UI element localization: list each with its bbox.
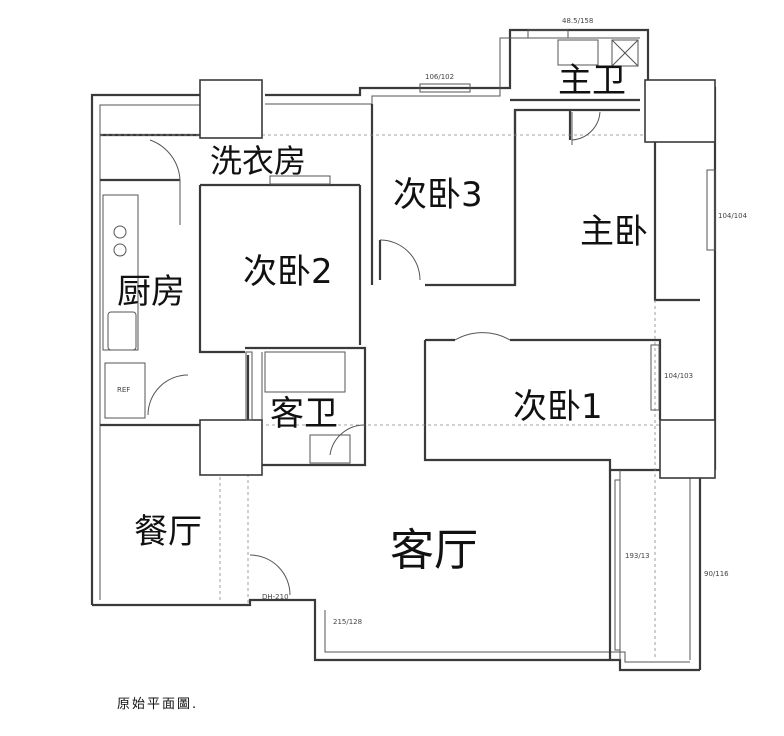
room-label-bedroom2: 次卧2 <box>243 252 333 292</box>
dim-bedroom3-window: 106/102 <box>425 73 454 81</box>
fridge-label: REF <box>117 386 130 394</box>
pillar-right <box>659 419 716 479</box>
windows <box>269 29 716 651</box>
pillar-center-left <box>199 419 263 476</box>
room-label-dining: 餐厅 <box>134 512 202 552</box>
door-kitchen <box>149 139 181 181</box>
dim-living-window: 215/128 <box>333 618 362 626</box>
door-bedroom3 <box>379 239 421 281</box>
stove-burner-icon <box>113 243 127 257</box>
room-label-master-bath: 主卫 <box>558 61 626 101</box>
fridge-icon <box>104 362 146 419</box>
room-label-living: 客厅 <box>390 525 478 576</box>
guest-sink-icon <box>309 434 351 464</box>
room-label-kitchen: 厨房 <box>117 272 185 312</box>
plan-caption: 原始平面圖. <box>117 697 199 712</box>
kitchen-sink-icon <box>107 311 137 351</box>
bathtub-icon <box>264 351 346 393</box>
room-label-bedroom3: 次卧3 <box>393 175 483 215</box>
pillars <box>199 79 716 479</box>
room-label-master-bedroom: 主卧 <box>580 212 648 252</box>
room-label-guest-bath: 客卫 <box>270 394 338 434</box>
door-dining <box>147 374 189 416</box>
dim-master-window: 104/104 <box>718 212 748 220</box>
pillar-top-left <box>199 79 263 139</box>
dimension-labels: 48.5/158 106/102 104/104 104/103 193/13 … <box>117 17 748 626</box>
dim-balcony-door: 193/13 <box>625 552 650 560</box>
room-label-bedroom1: 次卧1 <box>513 387 603 427</box>
door-entry <box>249 554 291 596</box>
door-swings <box>147 111 601 596</box>
door-master-bath <box>571 111 601 141</box>
master-sink-icon <box>557 39 599 66</box>
stove-burner-icon <box>113 225 127 239</box>
shower-icon <box>611 39 639 67</box>
door-bedroom1 <box>454 332 511 341</box>
door-guest-bath <box>329 424 366 456</box>
dim-top-window: 48.5/158 <box>562 17 593 25</box>
room-label-laundry: 洗衣房 <box>210 142 306 180</box>
pillar-top-right <box>644 79 716 143</box>
dim-bedroom1-window: 104/103 <box>664 372 693 380</box>
dim-door-height: DH-210 <box>262 593 289 601</box>
fixtures <box>102 39 639 464</box>
louver-door-icon <box>245 351 253 421</box>
dim-balcony-side: 90/116 <box>704 570 729 578</box>
room-labels: 主卫 洗衣房 次卧3 主卧 次卧2 厨房 客卫 次卧1 餐厅 客厅 <box>117 61 648 576</box>
